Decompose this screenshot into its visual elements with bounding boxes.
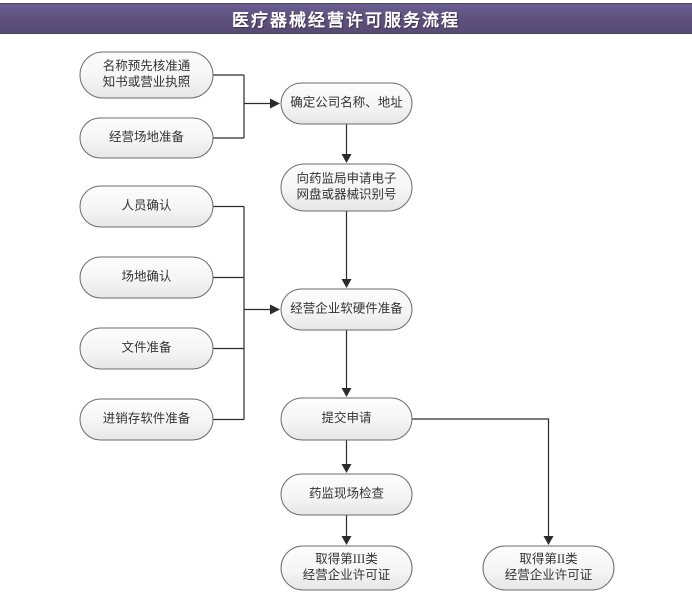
page-title: 医疗器械经营许可服务流程 [232, 11, 460, 30]
flow-node-label: 取得第II类经营企业许可证 [505, 551, 593, 582]
flow-node-label: 药监现场检查 [309, 485, 385, 500]
flow-node-label-line: 取得第III类 [315, 551, 378, 566]
flow-node-label: 取得第III类经营企业许可证 [303, 551, 391, 582]
flow-node-shape [79, 117, 214, 159]
flow-node-label: 经营企业软硬件准备 [290, 300, 403, 315]
flow-node-label: 场地确认 [121, 269, 172, 283]
flow-node-label-line: 经营企业许可证 [505, 567, 593, 582]
flow-node-label: 名称预先核准通知书或营业执照 [103, 58, 191, 89]
flow-node-label-line: 取得第II类 [519, 551, 578, 566]
flow-node-shape [280, 163, 413, 212]
flow-node-label-line: 人员确认 [121, 198, 172, 212]
flow-node-label-line: 经营企业许可证 [303, 567, 391, 582]
connectors-layer [213, 74, 554, 545]
flow-node-label: 提交申请 [321, 410, 371, 425]
flow-node[interactable]: 取得第II类经营企业许可证 [482, 545, 615, 591]
flow-node-label: 经营场地准备 [109, 130, 185, 144]
flow-node-shape [280, 545, 413, 591]
flow-node-label-line: 文件准备 [121, 339, 172, 354]
flow-node-shape [79, 398, 214, 441]
flow-node-label-line: 向药监局申请电子 [296, 170, 396, 185]
flow-node-label-line: 场地确认 [121, 269, 172, 283]
flow-node[interactable]: 向药监局申请电子网盘或器械识别号 [280, 163, 413, 212]
flow-node-label-line: 确定公司名称、地址 [290, 94, 403, 109]
flow-node-label: 人员确认 [121, 198, 172, 212]
flow-node-label: 文件准备 [121, 339, 172, 354]
flow-node-label-line: 网盘或器械识别号 [296, 186, 396, 201]
flow-node-label-line: 名称预先核准通 [103, 58, 191, 73]
flow-node-shape [280, 473, 413, 516]
flow-node[interactable]: 文件准备 [79, 327, 214, 370]
flow-node-label-line: 经营场地准备 [109, 130, 185, 144]
flow-node-shape [79, 256, 214, 299]
flow-node-shape [79, 327, 214, 370]
flow-node[interactable]: 确定公司名称、地址 [280, 82, 413, 125]
flow-node-shape [79, 185, 214, 228]
flow-node[interactable]: 提交申请 [280, 397, 413, 441]
flow-node-label-line: 经营企业软硬件准备 [290, 300, 403, 315]
flow-node[interactable]: 人员确认 [79, 185, 214, 228]
flow-node-shape [280, 288, 413, 331]
flow-node[interactable]: 取得第III类经营企业许可证 [280, 545, 413, 591]
flow-node[interactable]: 经营场地准备 [79, 117, 214, 159]
flow-node[interactable]: 药监现场检查 [280, 473, 413, 516]
flow-node-label-line: 进销存软件准备 [103, 411, 191, 425]
page-title-banner: 医疗器械经营许可服务流程 [0, 3, 692, 34]
flow-node-label-line: 药监现场检查 [309, 485, 385, 500]
flow-node-shape [482, 545, 615, 591]
flow-node-label: 进销存软件准备 [103, 411, 191, 425]
flowchart-canvas: 名称预先核准通知书或营业执照经营场地准备确定公司名称、地址向药监局申请电子网盘或… [79, 51, 615, 591]
flow-node-label-line: 知书或营业执照 [103, 75, 191, 89]
flow-node-shape [79, 51, 214, 99]
flow-node[interactable]: 场地确认 [79, 256, 214, 299]
flow-node-label: 确定公司名称、地址 [290, 94, 403, 109]
flow-node[interactable]: 经营企业软硬件准备 [280, 288, 413, 331]
flow-node-shape [280, 397, 413, 441]
flow-node-label-line: 提交申请 [321, 410, 371, 425]
flow-node[interactable]: 名称预先核准通知书或营业执照 [79, 51, 214, 99]
flow-node-label: 向药监局申请电子网盘或器械识别号 [296, 170, 396, 201]
nodes-layer: 名称预先核准通知书或营业执照经营场地准备确定公司名称、地址向药监局申请电子网盘或… [79, 51, 615, 591]
flow-node[interactable]: 进销存软件准备 [79, 398, 214, 441]
flow-node-shape [280, 82, 413, 125]
